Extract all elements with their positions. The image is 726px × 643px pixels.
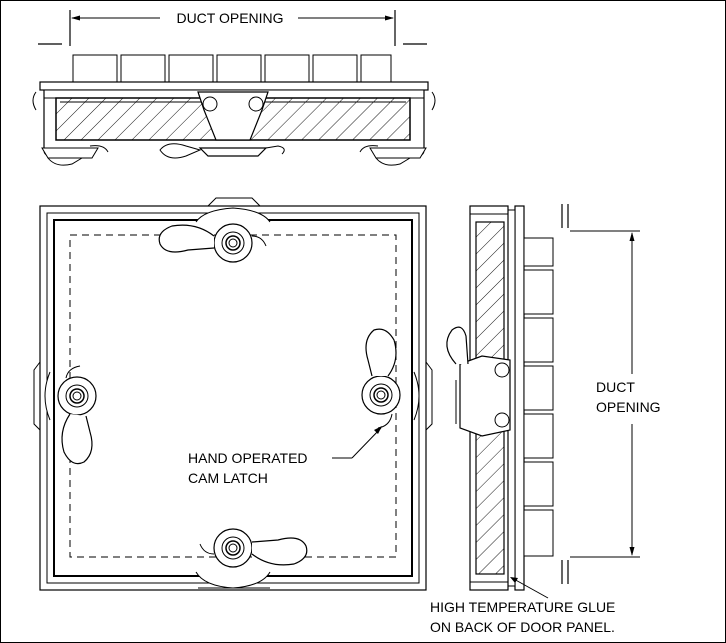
cam-latch-label-line2: CAM LATCH (188, 470, 268, 486)
side-view: DUCT OPENING HIGH TEMPERATURE GLUE ON BA… (430, 204, 661, 635)
glue-label-line2: ON BACK OF DOOR PANEL. (430, 619, 615, 635)
cam-latch-top-left (41, 145, 109, 166)
front-view: HAND OPERATED CAM LATCH (33, 197, 433, 591)
glue-leader (510, 577, 549, 599)
duct-opening-dimension-side (561, 204, 640, 584)
cam-latch-front-bottom (195, 528, 308, 589)
duct-opening-dimension-top (38, 10, 427, 46)
cam-latch-side (446, 326, 511, 437)
frame-flange-side (514, 205, 525, 591)
duct-segments-top (72, 54, 392, 83)
duct-opening-label-top: DUCT OPENING (176, 10, 283, 26)
duct-opening-label-side-line1: DUCT (596, 379, 635, 395)
top-view: DUCT OPENING (32, 10, 436, 166)
frame-flange-top (39, 81, 429, 91)
cam-latch-leader (332, 426, 382, 459)
cam-latch-front-top (158, 197, 271, 263)
cam-latch-top-right (359, 145, 427, 166)
duct-opening-label-side-line2: OPENING (596, 399, 661, 415)
cam-latch-top-center (159, 91, 285, 159)
duct-segments-side (523, 237, 554, 557)
glue-label-line1: HIGH TEMPERATURE GLUE (430, 599, 615, 615)
cam-latch-front-left (33, 361, 97, 465)
cam-latch-label-line1: HAND OPERATED (188, 450, 308, 466)
cam-latch-front-right (361, 328, 433, 431)
